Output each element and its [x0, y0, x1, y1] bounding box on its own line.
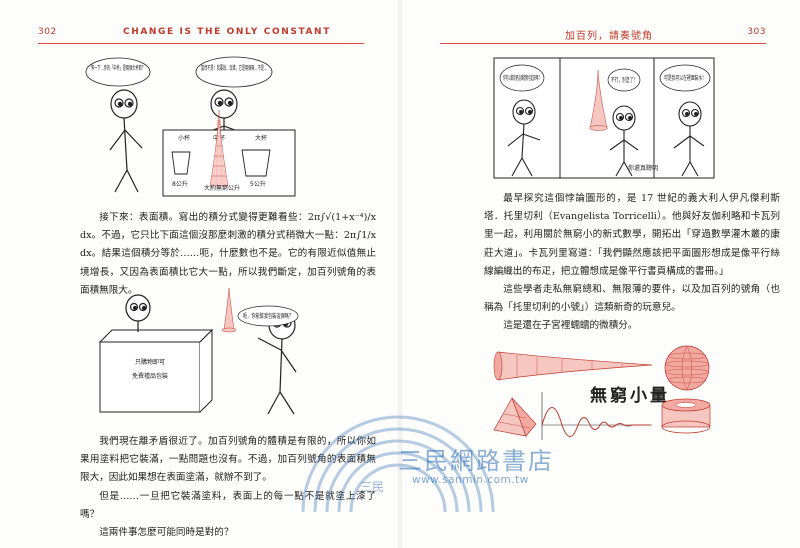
sideways-horn — [493, 351, 653, 381]
left-paragraph-2: 我們現在離矛盾很近了。加百列號角的體積是有限的，所以你如果用塗料把它裝滿，一點問… — [80, 436, 376, 484]
right-header-rule — [440, 43, 766, 44]
gift-counter-line2: 免費禮品包裝 — [132, 372, 168, 380]
speech-bubble-right-text: 當然不是！我要說，沒錯，它是兩個無…不是… — [201, 64, 267, 72]
speech-bubble-customer-text: 呃，你能幫我包裝這個嗎？ — [243, 312, 293, 320]
right-paragraph-3: 這是還在子宮裡蠕蠕的微積分。 — [503, 320, 638, 332]
left-paragraph-1-block: 接下來：表面積。寫出的積分式變得更難看些：2π∫√(1+x⁻⁴)/x dx。不過… — [80, 209, 376, 300]
small-cup — [171, 151, 191, 175]
book-gutter — [398, 0, 402, 548]
left-header-rule — [38, 43, 364, 44]
speech-bubble-left-text: 等一下…你的「中杯」是兩個大杯耶？ — [91, 64, 145, 72]
watermark-url: www.sanmin.com.tw — [412, 474, 529, 486]
left-running-title: CHANGE IS THE ONLY CONSTANT — [123, 27, 331, 37]
gift-counter-top — [98, 329, 214, 343]
right-page: 加百列，請奏號角 303 你可以幫我把這個禮物包起來嗎？ 不行，別塗了！ — [402, 0, 800, 548]
gift-counter — [99, 341, 201, 413]
cup-label-large: 5公升 — [250, 180, 266, 188]
left-running-head: 302 CHANGE IS THE ONLY CONSTANT — [38, 27, 364, 43]
comic-bubble-2 — [607, 68, 641, 92]
horn-comic-strip: 你可以幫我把這個禮物包起來嗎？ 不行，別塗了！ 可是我可以在裡面裝水！ — [493, 57, 715, 179]
comic-bubble-3 — [659, 64, 711, 92]
gift-counter-line1: 只購物即可 — [135, 358, 165, 366]
stick-figure-panel3 — [673, 101, 705, 177]
stick-figure-left — [109, 89, 143, 193]
stick-figure-clerk — [125, 294, 151, 332]
stick-figure-right — [207, 89, 241, 135]
cup-label-small: 8公升 — [172, 180, 188, 188]
watermark-logo-text: 三民 — [360, 480, 384, 494]
speech-bubble-right — [195, 56, 273, 88]
watermark-logo: 三民 — [301, 415, 495, 513]
comic-bubble-1-text: 你可以幫我把這個禮物包起來嗎？ — [503, 74, 541, 82]
right-page-number: 303 — [747, 27, 766, 37]
cup-header-large: 大杯 — [255, 134, 267, 142]
left-paragraph-4: 這兩件事怎麼可能同時是對的？ — [99, 527, 234, 539]
horn-cup — [209, 109, 229, 187]
stick-figure-panel1 — [507, 99, 541, 177]
sliced-pyramid — [493, 397, 537, 437]
comic-bubble-1 — [499, 64, 545, 92]
cup-header-small: 小杯 — [178, 134, 190, 142]
sliced-sphere — [664, 345, 710, 391]
right-paragraph-2: 這些學者走私無窮總和、無限薄的要件，以及加百列的號角（也稱為「托里切利的小號」）… — [484, 284, 780, 314]
cup-label-medium: 大約無窮公升 — [204, 184, 240, 192]
watermark-name: 三民網路書店 — [398, 447, 554, 475]
comic-horn-panel2 — [589, 69, 608, 131]
left-paragraph-2-block: 我們現在離矛盾很近了。加百列號角的體積是有限的，所以你如果用塗料把它裝滿，一點問… — [80, 433, 376, 542]
held-horn — [221, 287, 237, 333]
left-paragraph-3: 但是……一旦把它裝滿塗料，表面上的每一點不是就塗上漆了嗎？ — [80, 490, 376, 520]
comic-caption-4: 你還真聰明 — [628, 164, 658, 172]
right-text-block: 最早探究這個悖論圖形的，是 17 世紀的義大利人伊凡傑利斯塔．托里切利（Evan… — [484, 190, 780, 336]
gift-wrap-comic: 只購物即可 免費禮品包裝 呃，你能幫我包裝這個嗎？ — [98, 287, 299, 415]
right-running-head: 加百列，請奏號角 303 — [440, 27, 766, 43]
cylinder-rings — [661, 398, 711, 434]
speech-bubble-left — [85, 57, 151, 87]
comic-bubble-2-text: 不行，別塗了！ — [611, 76, 637, 84]
comic-bubble-3-text: 可是我可以在裡面裝水！ — [664, 74, 706, 82]
stick-figure-customer — [257, 310, 297, 415]
right-running-title: 加百列，請奏號角 — [565, 31, 653, 42]
damped-wave — [541, 392, 652, 440]
right-paragraph-1: 最早探究這個悖論圖形的，是 17 世紀的義大利人伊凡傑利斯塔．托里切利（Evan… — [484, 193, 780, 277]
cups-comic: 等一下…你的「中杯」是兩個大杯耶？ 當然不是！我要說，沒錯，它是兩個無…不是… … — [85, 56, 296, 197]
infinitesimals-title: 無窮小量 — [590, 385, 670, 406]
left-page: 302 CHANGE IS THE ONLY CONSTANT 等一下…你的「中… — [0, 0, 398, 548]
left-paragraph-1: 接下來：表面積。寫出的積分式變得更難看些：2π∫√(1+x⁻⁴)/x dx。不過… — [80, 212, 376, 296]
infinitesimals-illustration: 無窮小量 — [493, 345, 711, 440]
speech-bubble-customer — [237, 305, 299, 327]
left-page-number: 302 — [38, 27, 57, 37]
large-cup — [241, 149, 271, 177]
stick-figure-panel2 — [609, 105, 639, 177]
